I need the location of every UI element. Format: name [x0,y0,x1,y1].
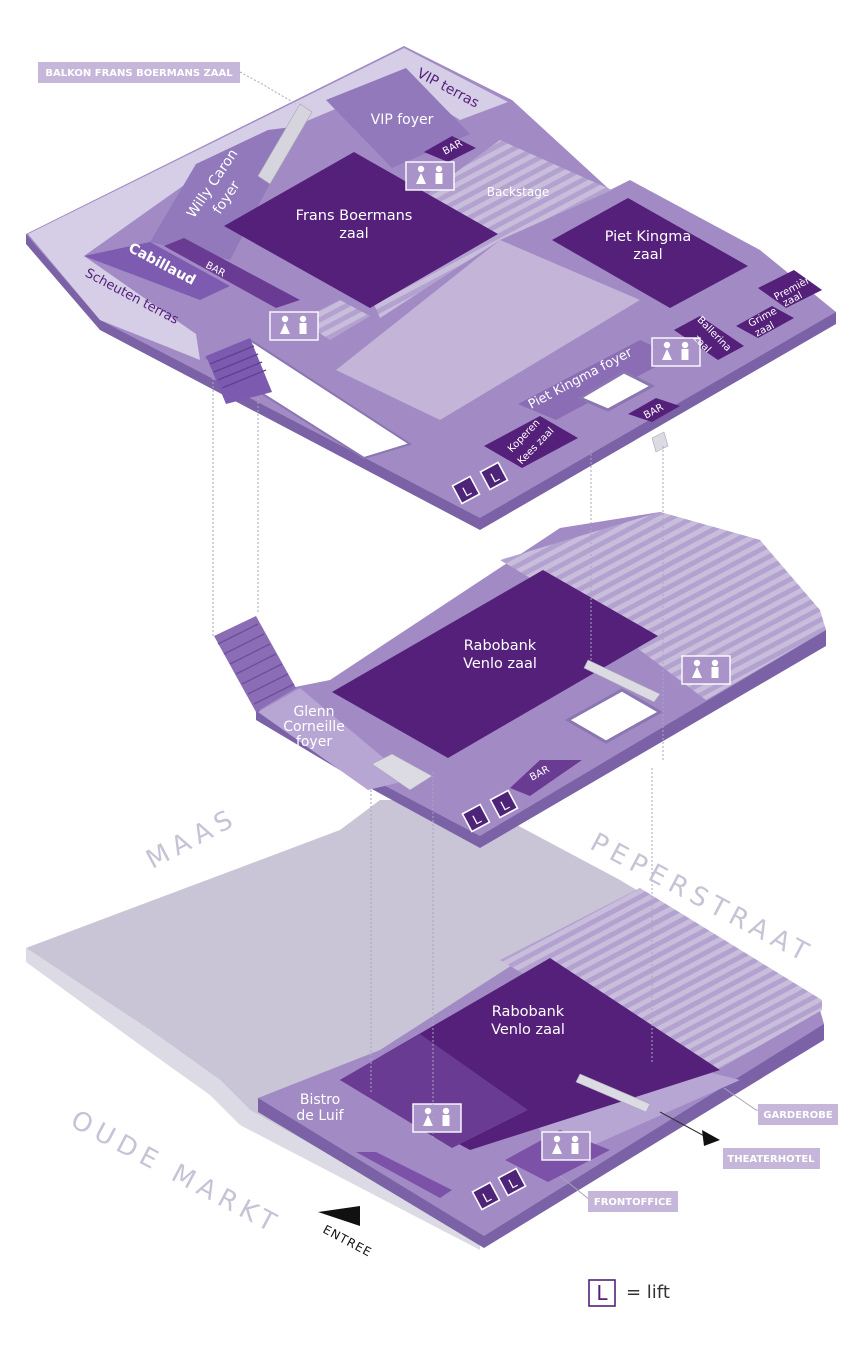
ground-bar-strip [356,1152,452,1198]
middle-bar-block [510,760,582,796]
balkon-label: BALKON FRANS BOERMANS ZAAL [45,68,233,79]
glenn-label-1: Glenn [293,704,334,720]
restroom-icon [412,1103,462,1133]
middle-stair-steps [217,623,295,705]
lift-icon [588,1279,616,1307]
middle-rabobank-label-2: Venlo zaal [463,656,537,672]
willy-caron-foyer-room [150,126,300,260]
ground-rabobank-lower [340,1034,528,1148]
top-bar-3-block [628,398,680,422]
ballerina-zaal [674,316,744,360]
ground-rabobank-label-1: Rabobank [492,1004,565,1020]
premiere-zaal [758,270,822,308]
restroom-icon [681,655,731,685]
arrow-icon [318,1206,360,1226]
restroom-icon [541,1131,591,1161]
ground-tags: GARDEROBE THEATERHOTEL FRONTOFFICE [559,1087,838,1212]
piet-kingma-label-1: Piet Kingma [605,229,692,245]
cabillaud-room [84,242,230,300]
piet-kingma-label-2: zaal [633,247,662,263]
stairs-icon [371,753,433,791]
restroom-icon [269,311,319,341]
frontoffice-label: FRONTOFFICE [594,1197,672,1208]
piet-kingma-foyer-floor [518,340,676,420]
lift-icon: L [451,475,481,505]
frans-boermans-label-1: Frans Boermans [296,208,413,224]
garderobe-label: GARDEROBE [763,1110,833,1121]
arrow-icon [702,1130,720,1146]
ground-floor-hatched-area [500,888,822,1080]
middle-rabobank-zaal [332,570,658,758]
ground-area-shadow [26,948,480,1250]
bistro-label-1: Bistro [300,1092,340,1108]
entree-label: ENTREE [321,1222,375,1259]
middle-rabobank-label-1: Rabobank [464,638,537,654]
lift-icon: L [461,803,491,833]
stairs-icon [651,431,669,453]
bistro-label-2: de Luif [296,1108,344,1124]
legend-lift-text: = lift [626,1282,670,1303]
lift-icon: L [489,789,519,819]
theaterhotel-leader [659,1111,709,1139]
frans-boermans-label-2: zaal [339,226,368,242]
middle-glenn-foyer [258,688,410,790]
top-bar-1-block [424,136,476,162]
lift-icon: L [497,1167,527,1197]
legend-lift-letter: L [596,1281,608,1305]
theaterhotel-label: THEATERHOTEL [727,1154,815,1165]
frontoffice-tag [588,1191,678,1212]
backstage-label: Backstage [487,185,549,199]
piet-kingma-zaal [552,198,748,308]
legend: L = lift [588,1279,670,1307]
garderobe-tag [758,1104,838,1125]
top-terrace-light [28,48,508,360]
restroom-icon [405,161,455,191]
lift-icon: L [479,461,509,491]
stairs-icon [257,103,313,185]
ground-floor: L L Rabobank Venlo zaal Bistro de Luif [26,800,824,1250]
top-opening [576,370,656,412]
ground-rabobank-label-2: Venlo zaal [491,1022,565,1038]
glenn-label-2: Corneille [283,719,345,735]
top-floor-center-light [336,240,640,420]
stairs-icon [583,659,661,703]
stairs-icon [575,1073,651,1113]
vip-foyer-room [326,68,470,168]
middle-floor: L L Rabobank Venlo zaal Glenn Corneille … [214,512,826,848]
vip-foyer-label: VIP foyer [371,112,434,128]
frans-boermans-zaal [224,152,498,308]
koperen-kees-zaal [484,416,578,468]
top-floor: L L VIP foyer VIP terras BAR Backstage W… [26,46,836,530]
maas-street-label: MAAS [141,802,243,875]
top-stair-steps [209,345,267,389]
glenn-label-3: foyer [296,734,332,750]
floor-connector-lines [212,378,664,1140]
grime-zaal [736,306,794,338]
top-bar-2-block [164,238,300,308]
entree-marker: ENTREE [318,1206,374,1260]
balkon-tag: BALKON FRANS BOERMANS ZAAL [38,62,297,105]
middle-opening [564,688,664,744]
lift-icon: L [471,1181,501,1211]
frontoffice-leader [559,1175,591,1201]
theaterhotel-tag [723,1148,820,1169]
